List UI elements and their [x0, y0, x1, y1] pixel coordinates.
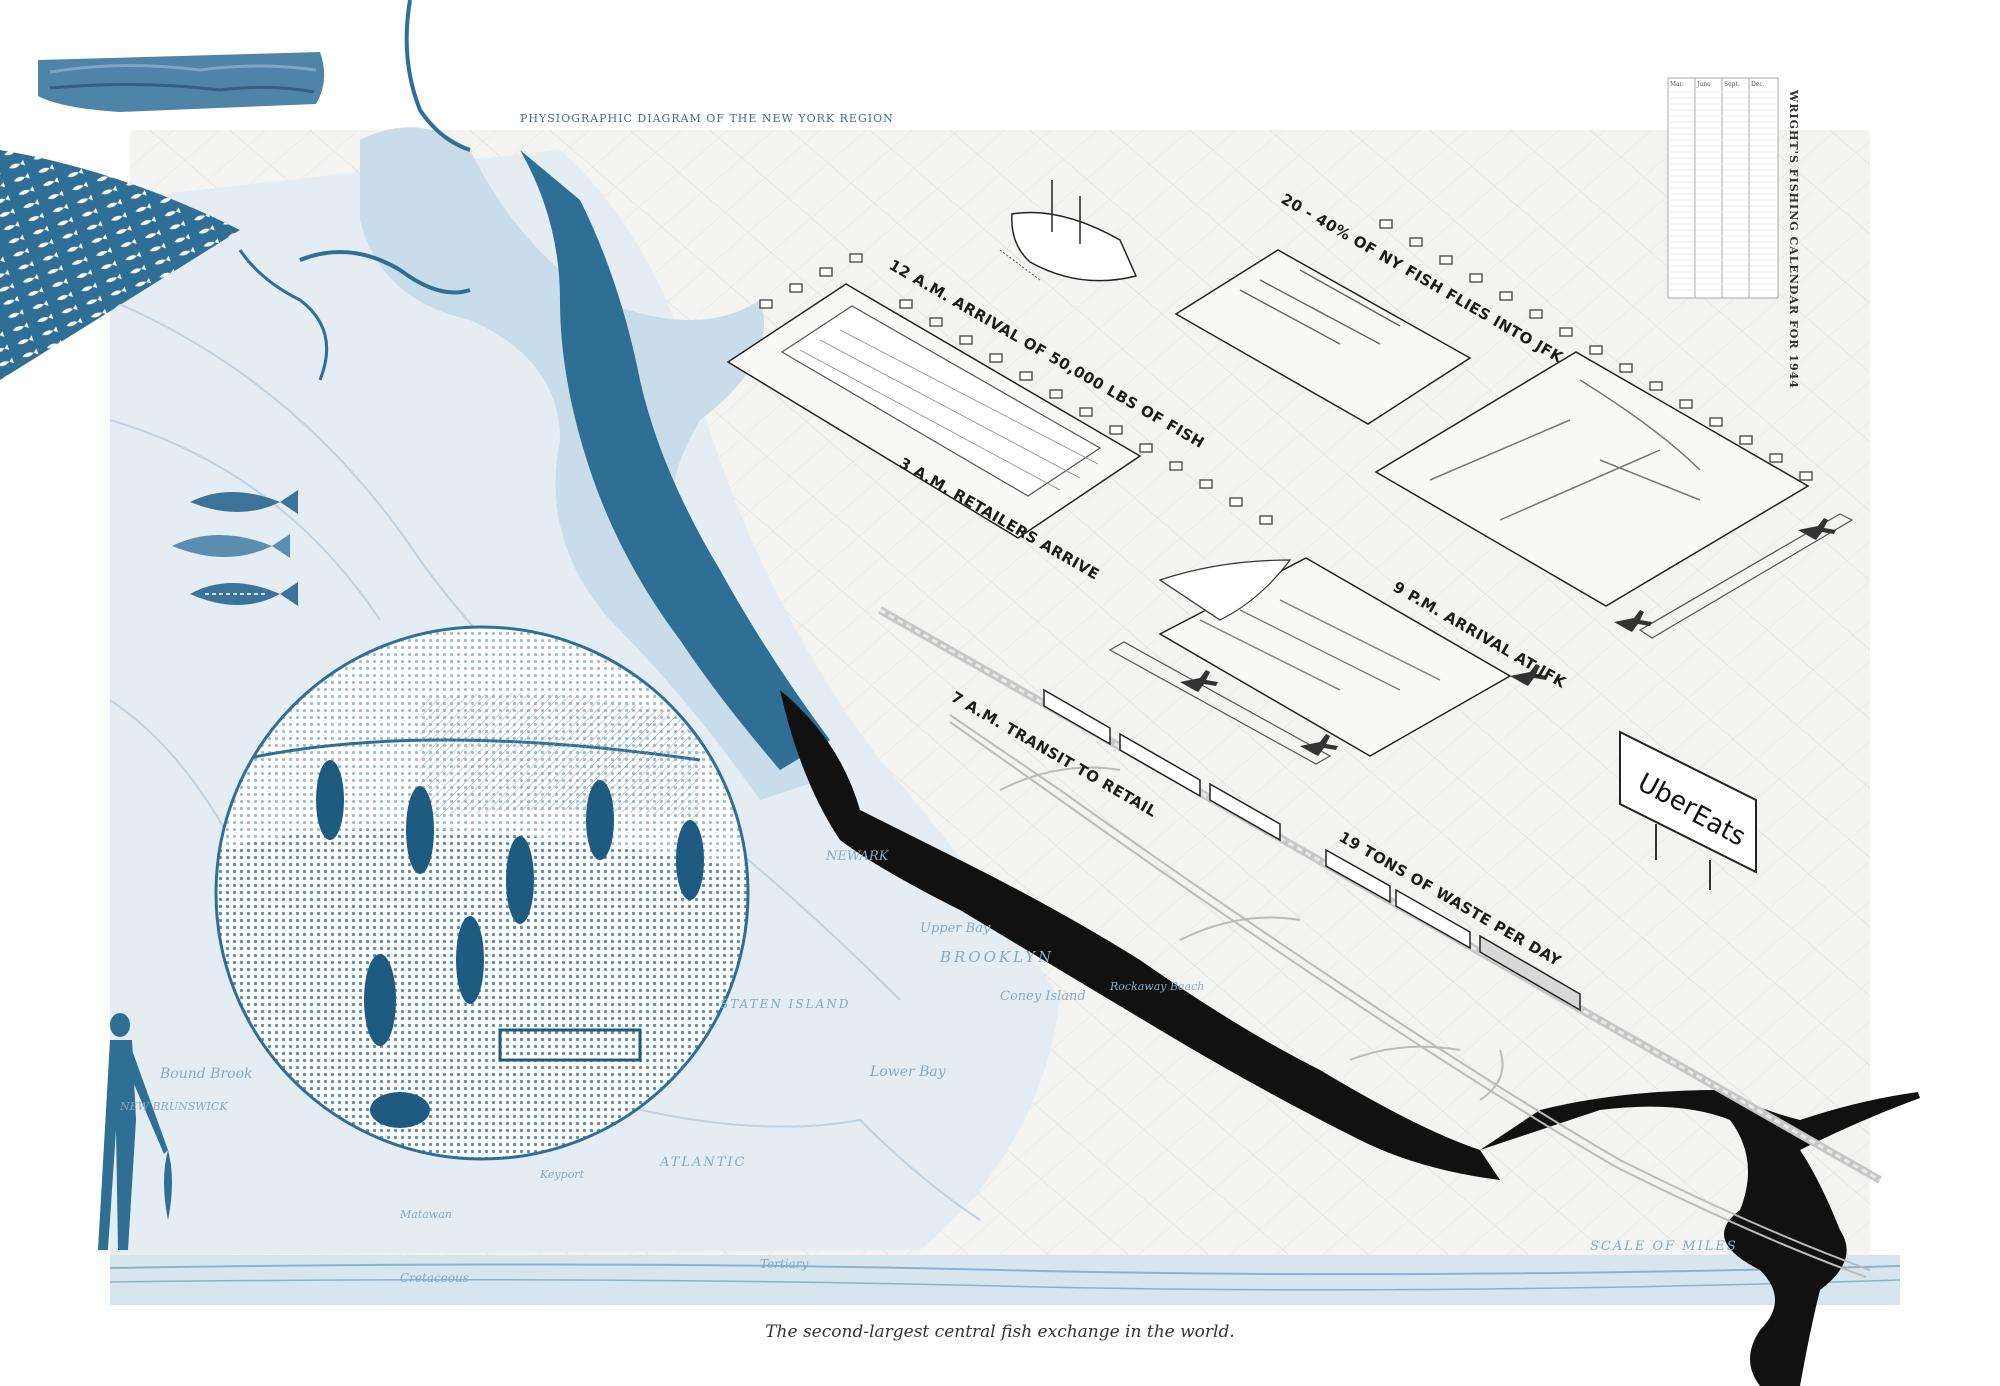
palisades-photo	[38, 52, 325, 112]
jfk-airport-terminal-3	[1158, 557, 1512, 757]
fishing-scene-vignette	[214, 625, 750, 1161]
calendar-month: Dec.	[1751, 81, 1765, 88]
airplane-icon	[1180, 518, 1836, 756]
place-label: Tertiary	[760, 1257, 808, 1271]
fish-icon	[190, 582, 298, 606]
fish-school	[0, 150, 240, 380]
fishing-calendar: Mar. June Sept. Dec. WRIGHT'S FISHING CA…	[1667, 77, 1800, 389]
place-label: Cretaceous	[400, 1271, 469, 1285]
place-label: SCALE OF MILES	[1590, 1239, 1738, 1254]
figure-caption: The second-largest central fish exchange…	[765, 1322, 1235, 1342]
place-label: NEW BRUNSWICK	[119, 1100, 228, 1113]
map-title: PHYSIOGRAPHIC DIAGRAM OF THE NEW YORK RE…	[520, 112, 894, 125]
uber-eats-billboard: Uber Eats	[1619, 730, 1757, 890]
hudson-river	[238, 0, 830, 801]
jfk-airport-terminal-1	[1174, 249, 1472, 425]
place-label: NEWARK	[825, 849, 890, 864]
place-label: Matawan	[399, 1208, 452, 1221]
fishing-ship	[999, 180, 1138, 282]
place-label: Keyport	[539, 1168, 585, 1181]
place-label: STATEN ISLAND	[720, 997, 850, 1011]
map-place-names: Bound Brook NEWARK Upper Bay BROOKLYN Co…	[119, 849, 1738, 1285]
truck-convoy	[759, 219, 1813, 525]
figure-with-fish	[98, 1013, 172, 1250]
highway	[949, 714, 1871, 1278]
map-bottom-strip	[109, 1255, 1901, 1305]
place-label: Lower Bay	[869, 1064, 947, 1080]
east-river-black	[780, 690, 1920, 1386]
fish-icon	[190, 490, 298, 514]
place-label: Upper Bay	[920, 921, 991, 936]
freight-train	[1043, 688, 1581, 1012]
runway	[1108, 513, 1854, 765]
place-label: BROOKLYN	[939, 948, 1054, 966]
fish-icon	[172, 534, 290, 558]
calendar-title: WRIGHT'S FISHING CALENDAR FOR 1944	[1787, 89, 1800, 389]
place-label: Rockaway Beach	[1109, 980, 1204, 993]
jfk-airport-terminal-2	[1374, 351, 1810, 607]
place-label: Bound Brook	[159, 1066, 252, 1082]
calendar-month: Sept.	[1724, 81, 1740, 88]
place-label: Coney Island	[1000, 989, 1086, 1004]
fish-market-building	[726, 283, 1142, 539]
calendar-month: June	[1696, 81, 1711, 88]
fish-illustrations	[172, 490, 298, 606]
place-label: ATLANTIC	[659, 1155, 747, 1170]
calendar-month: Mar.	[1670, 81, 1684, 88]
